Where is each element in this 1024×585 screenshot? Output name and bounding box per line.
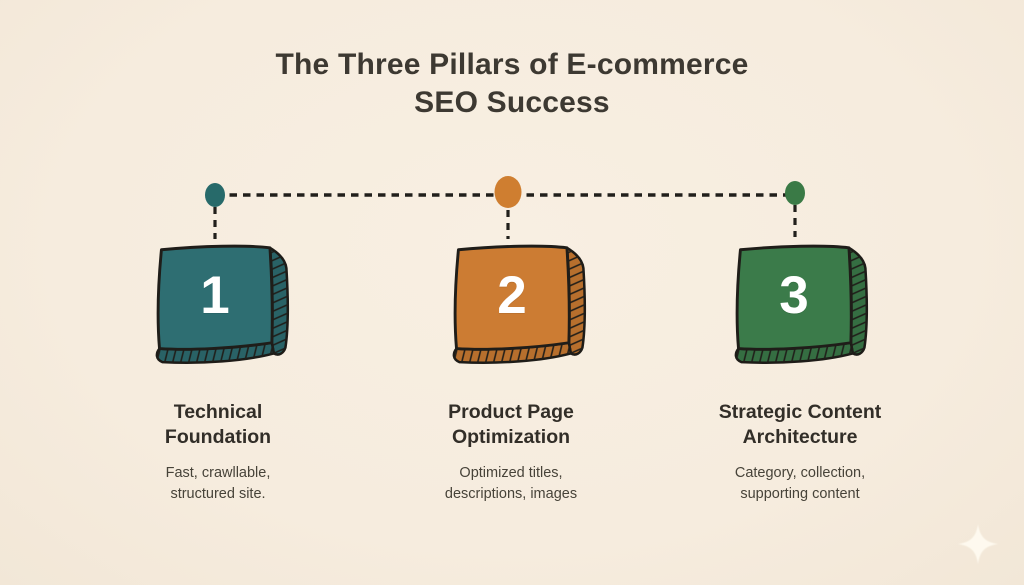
pillar-subtitle-1-line1: Fast, crawllable,	[165, 465, 271, 481]
pillar-box-3-face	[735, 244, 853, 351]
pillar-subtitle-3: Category, collection, supporting content	[688, 463, 912, 505]
pillar-box-1-bottom-hatch	[156, 342, 274, 363]
page-title-line2: SEO Success	[414, 86, 610, 119]
pillar-title-3-line1: Strategic Content	[718, 401, 882, 423]
pillar-subtitle-3-line2: supporting content	[740, 486, 860, 502]
pillar-number-2: 2	[497, 266, 527, 325]
sparkle-star-shape	[958, 524, 998, 564]
pillar-box-1-right-hatch	[269, 247, 288, 355]
pillar-box-3-right-hatch	[848, 247, 867, 355]
timeline-dot-1	[205, 183, 225, 207]
sparkle-icon	[958, 524, 998, 564]
pillar-title-1-line2: Foundation	[164, 426, 272, 448]
pillar-subtitle-3-line1: Category, collection,	[734, 465, 866, 481]
pillar-title-1-line1: Technical	[173, 401, 263, 423]
pillar-title-3: Strategic Content Architecture	[688, 400, 912, 450]
pillar-box-2-right-hatch	[566, 247, 585, 355]
pillar-title-2-line2: Optimization	[451, 426, 571, 448]
pillar-box-2-face	[453, 244, 571, 351]
page-title: The Three Pillars of E-commerce SEO Succ…	[0, 46, 1024, 122]
pillar-box-3-bottom-hatch	[735, 342, 853, 363]
pillar-label-2: Product Page Optimization Optimized titl…	[399, 400, 623, 505]
pillar-subtitle-2: Optimized titles, descriptions, images	[399, 463, 623, 505]
page-title-line1: The Three Pillars of E-commerce	[275, 48, 749, 81]
pillar-subtitle-1-line2: structured site.	[170, 486, 266, 502]
pillar-box-2-shape	[452, 244, 587, 364]
pillar-number-1: 1	[200, 266, 230, 325]
pillar-label-1: Technical Foundation Fast, crawllable, s…	[106, 400, 330, 505]
pillar-box-3-shape	[734, 244, 869, 364]
timeline-dot-2	[494, 176, 522, 208]
pillar-title-3-line2: Architecture	[742, 426, 858, 448]
pillar-box-2-bottom-hatch	[453, 342, 571, 363]
pillar-box-1-face	[156, 244, 274, 351]
pillar-title-2: Product Page Optimization	[399, 400, 623, 450]
pillar-box-1-shape	[155, 244, 290, 364]
pillar-box-2: 2	[441, 237, 596, 371]
pillar-subtitle-1: Fast, crawllable, structured site.	[106, 463, 330, 505]
timeline	[205, 176, 805, 239]
pillar-subtitle-2-line1: Optimized titles,	[459, 465, 563, 481]
timeline-dot-3	[785, 181, 805, 205]
pillar-subtitle-2-line2: descriptions, images	[444, 486, 578, 502]
pillar-title-1: Technical Foundation	[106, 400, 330, 450]
pillar-title-2-line1: Product Page	[448, 401, 574, 423]
pillar-number-3: 3	[779, 266, 809, 325]
pillar-box-1: 1	[144, 237, 299, 371]
pillar-box-3: 3	[723, 237, 878, 371]
pillar-label-3: Strategic Content Architecture Category,…	[688, 400, 912, 505]
